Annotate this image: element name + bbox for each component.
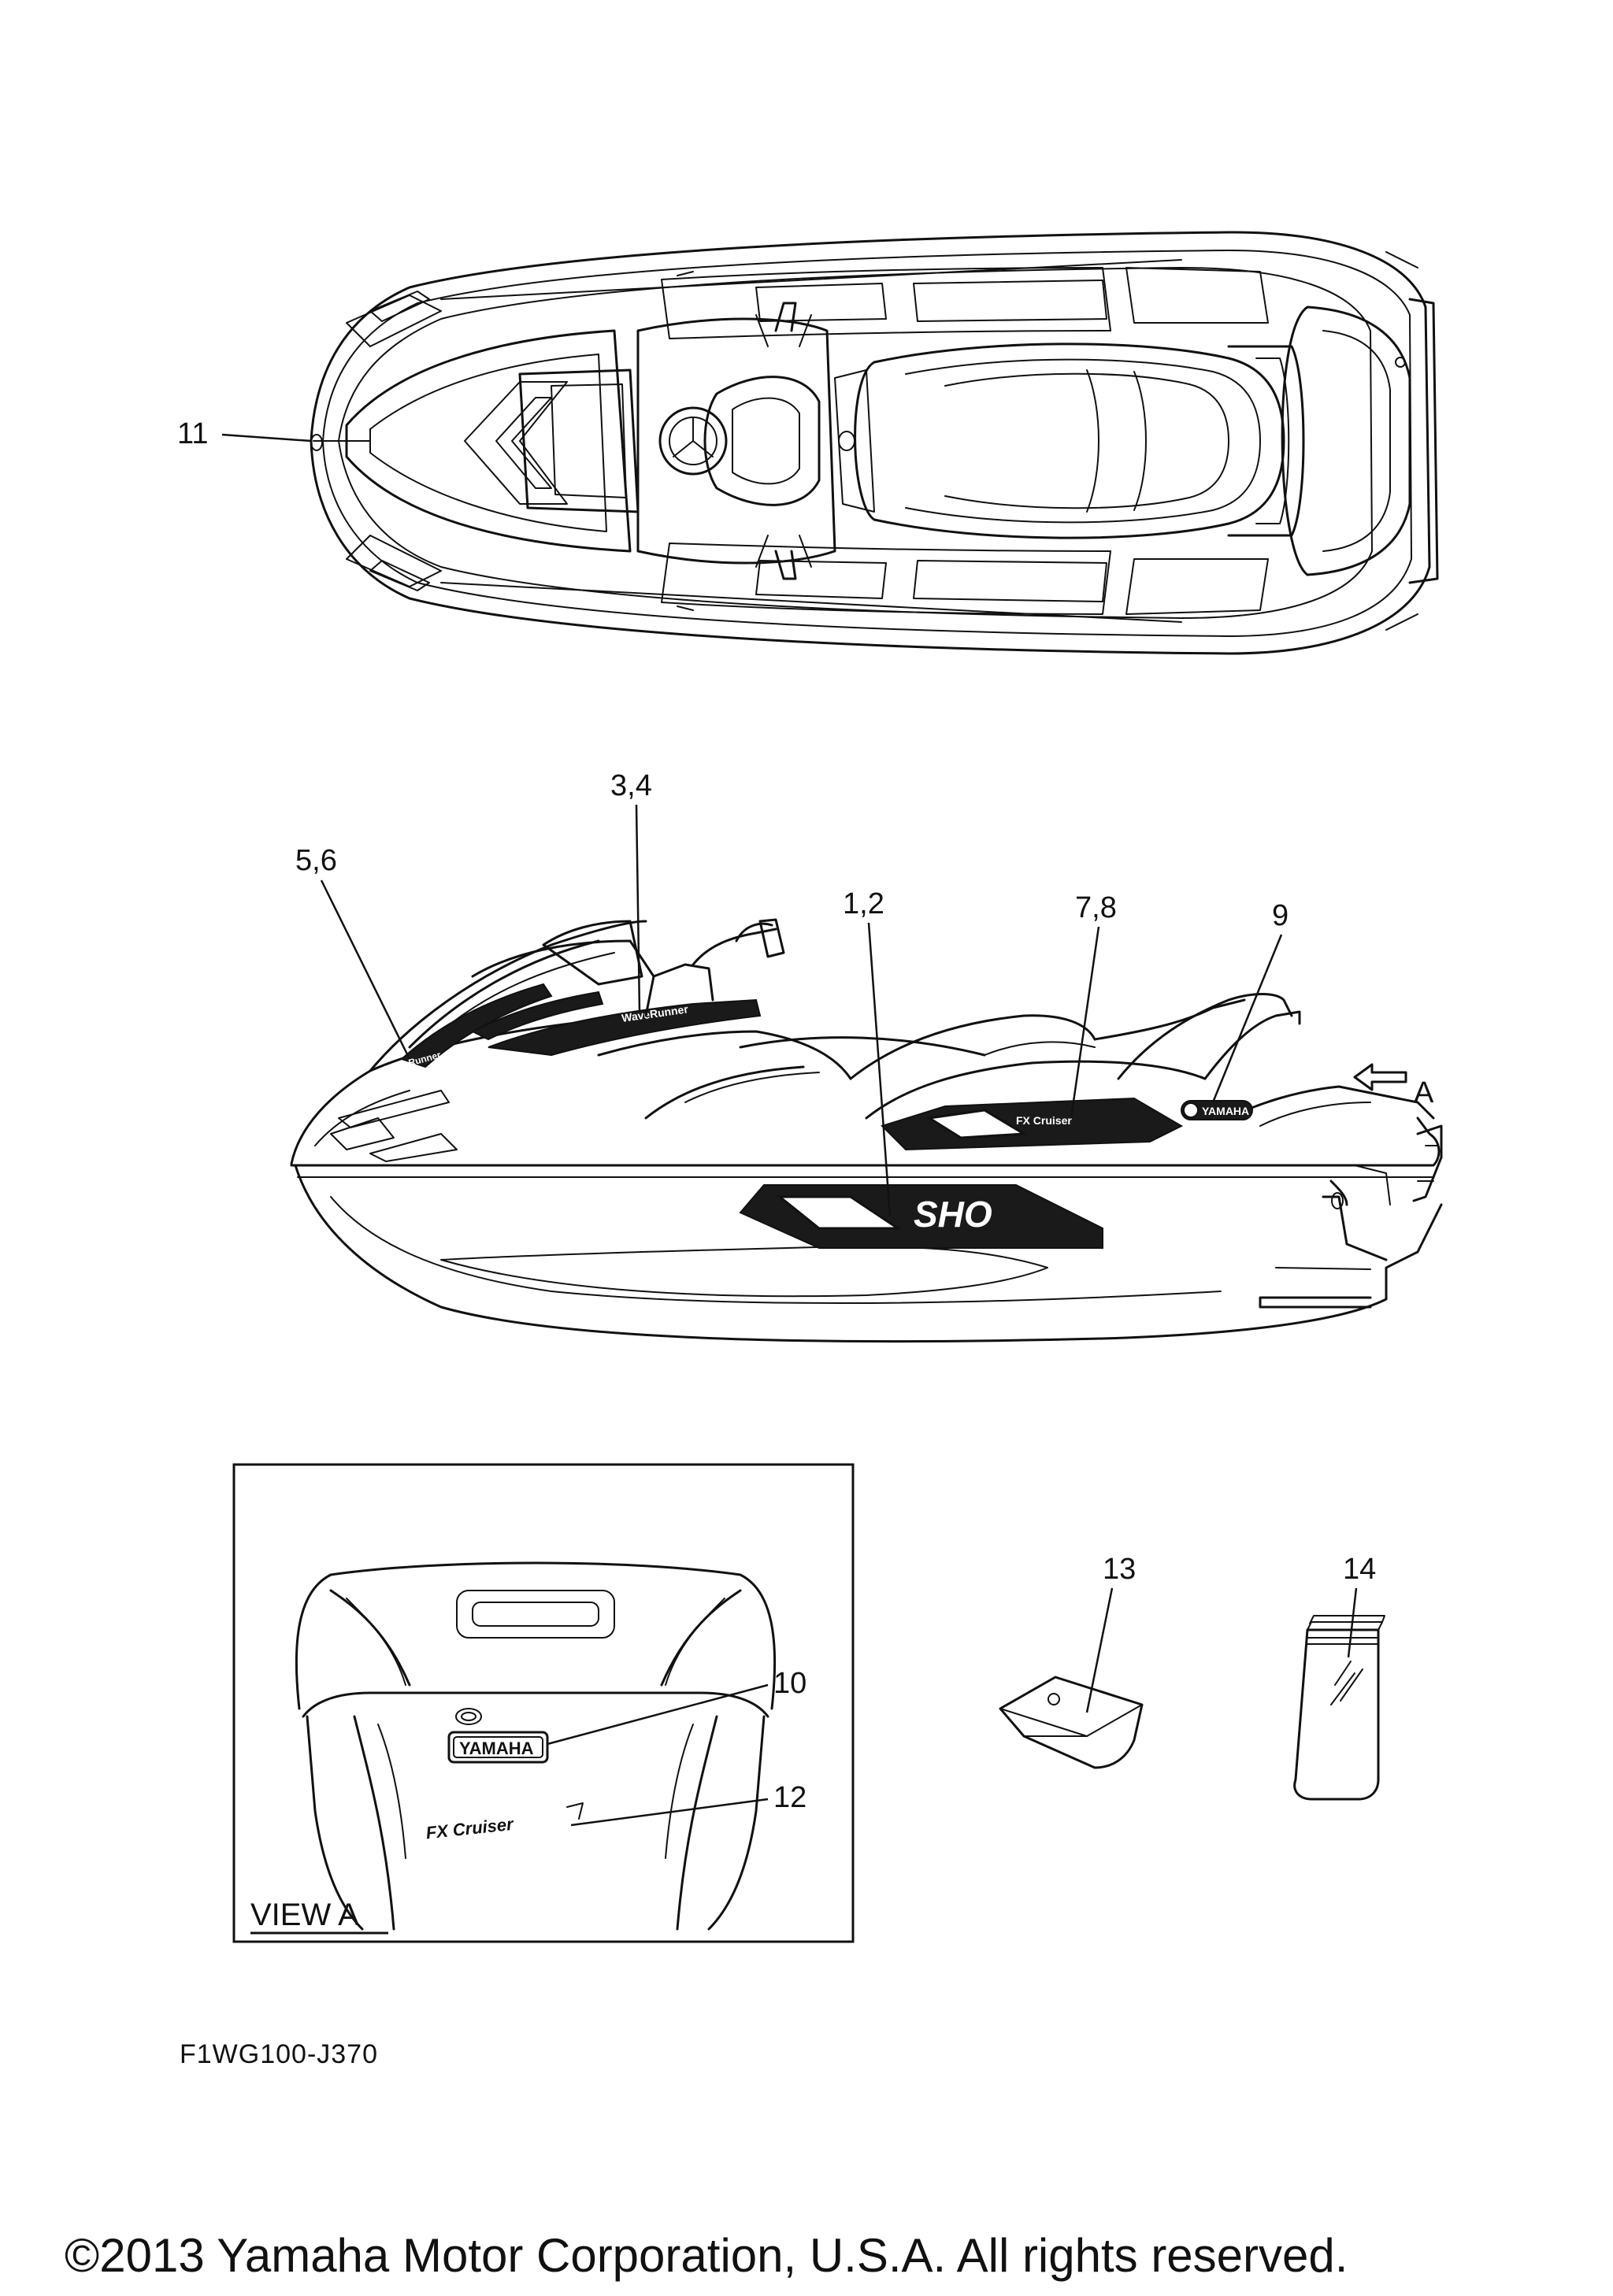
copyright-notice: ©2013 Yamaha Motor Corporation, U.S.A. A… [65, 2229, 1348, 2282]
callout-label-12: 12 [773, 1781, 806, 1814]
view-a-indicator: A [1353, 1063, 1434, 1109]
rear-side-decal-text: FX Cruiser [1016, 1114, 1072, 1127]
callout-label-3-4: 3,4 [610, 769, 652, 802]
callout-5-6: 5,6 [295, 844, 411, 1060]
view-a-panel: YAMAHA FX Cruiser VIEW A [232, 1463, 855, 1943]
manual-pouch-icon [999, 1676, 1144, 1769]
callout-label-9: 9 [1272, 899, 1289, 932]
view-a-arrow-label: A [1414, 1076, 1434, 1109]
callout-label-7-8: 7,8 [1075, 891, 1117, 924]
rear-yamaha-badge-text: YAMAHA [459, 1739, 534, 1758]
callout-9: 9 [1211, 899, 1289, 1103]
callout-14: 14 [1343, 1553, 1376, 1658]
callout-10: 10 [547, 1667, 806, 1746]
callout-label-1-2: 1,2 [843, 887, 884, 920]
callout-label-10: 10 [773, 1667, 806, 1700]
side-yamaha-badge-text: YAMAHA [1202, 1105, 1249, 1117]
decal-sheet-icon [1293, 1615, 1385, 1801]
top-view-watercraft [310, 231, 1439, 655]
callout-7-8: 7,8 [1070, 891, 1117, 1119]
callout-label-11: 11 [177, 417, 208, 450]
callout-label-14: 14 [1343, 1553, 1376, 1586]
view-a-label: VIEW A [250, 1898, 359, 1932]
side-model-decal-text: SHO [914, 1194, 992, 1235]
callout-1-2: 1,2 [843, 887, 892, 1217]
drawing-code: F1WG100-J370 [180, 2039, 378, 2069]
callout-3-4: 3,4 [610, 769, 652, 1013]
rear-view-watercraft: YAMAHA FX Cruiser [295, 1561, 777, 1931]
rear-model-decal-text: FX Cruiser [425, 1814, 516, 1843]
callout-13: 13 [1085, 1553, 1136, 1713]
side-view-watercraft: WaveRunner WaveRunner FX Cruiser YAMAHA [290, 918, 1443, 1343]
callout-11: 11 [177, 417, 312, 450]
view-direction-arrow-icon [1353, 1063, 1407, 1091]
callout-label-13: 13 [1103, 1553, 1136, 1586]
callout-12: 12 [570, 1781, 806, 1827]
callout-label-5-6: 5,6 [295, 844, 337, 877]
